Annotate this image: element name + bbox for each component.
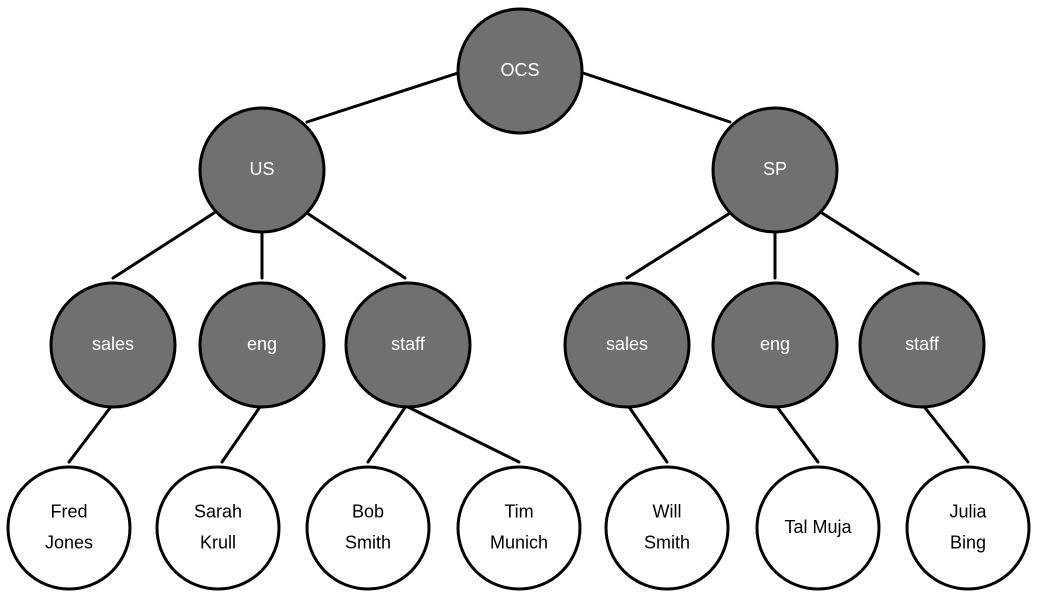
- node-circle-us-eng: [198, 281, 326, 409]
- edge-us-eng-to-sarah-krull: [220, 402, 264, 464]
- node-us: US: [198, 106, 326, 234]
- node-label-julia-bing-line1: Julia: [949, 501, 987, 521]
- node-sp-eng: eng: [711, 281, 839, 409]
- node-label-us-sales: sales: [92, 334, 134, 354]
- node-circle-sp-sales: [563, 281, 691, 409]
- node-us-eng: eng: [198, 281, 326, 409]
- node-label-ocs: OCS: [500, 60, 539, 80]
- node-circle-bob-smith: [305, 465, 431, 591]
- edge-us-staff-to-tim-munich: [404, 404, 521, 464]
- node-circle-us-staff: [344, 281, 472, 409]
- node-sp-staff: staff: [858, 281, 986, 409]
- node-label-sp-eng: eng: [760, 334, 790, 354]
- node-label-sp-sales: sales: [606, 334, 648, 354]
- node-circle-sp-staff: [858, 281, 986, 409]
- edge-ocs-to-sp: [581, 71, 732, 124]
- node-label-fred-jones-line1: Fred: [50, 501, 87, 521]
- edges-layer: [67, 71, 970, 464]
- node-ocs: OCS: [456, 7, 584, 135]
- node-circle-us-sales: [49, 281, 177, 409]
- edge-sp-sales-to-will-smith: [625, 402, 669, 464]
- node-label-bob-smith-line1: Bob: [352, 501, 384, 521]
- node-label-us: US: [249, 159, 274, 179]
- node-label-us-staff: staff: [391, 334, 426, 354]
- node-label-sp: SP: [763, 159, 787, 179]
- node-label-sp-staff: staff: [905, 334, 940, 354]
- node-label-will-smith-line1: Will: [653, 501, 682, 521]
- edge-sp-to-sp-sales: [625, 211, 732, 280]
- edge-us-to-us-staff: [305, 211, 407, 280]
- node-circle-sarah-krull: [155, 465, 281, 591]
- node-circle-ocs: [456, 7, 584, 135]
- edge-sp-to-sp-staff: [820, 211, 920, 276]
- node-label-fred-jones-line2: Jones: [45, 532, 93, 552]
- node-label-will-smith-line2: Smith: [644, 532, 690, 552]
- node-circle-tal-muja: [755, 465, 881, 591]
- node-circle-julia-bing: [905, 465, 1031, 591]
- node-circle-sp-eng: [711, 281, 839, 409]
- edge-us-to-us-sales: [111, 211, 216, 280]
- node-us-staff: staff: [344, 281, 472, 409]
- node-label-tim-munich-line1: Tim: [504, 501, 533, 521]
- node-label-tim-munich-line2: Munich: [490, 532, 548, 552]
- edge-sp-staff-to-julia-bing: [920, 402, 970, 464]
- node-sp: SP: [711, 106, 839, 234]
- node-sp-sales: sales: [563, 281, 691, 409]
- node-circle-sp: [711, 106, 839, 234]
- node-label-us-eng: eng: [247, 334, 277, 354]
- node-circle-will-smith: [604, 465, 730, 591]
- edge-us-sales-to-fred-jones: [67, 402, 115, 464]
- edge-sp-eng-to-tal-muja: [773, 402, 820, 464]
- nodes-layer: OCS US SP sales eng staff sales eng staffFredJon…: [6, 7, 1031, 591]
- node-us-sales: sales: [49, 281, 177, 409]
- node-label-sarah-krull-line1: Sarah: [194, 501, 242, 521]
- node-circle-fred-jones: [6, 465, 132, 591]
- node-label-sarah-krull-line2: Krull: [200, 532, 236, 552]
- node-circle-tim-munich: [456, 465, 582, 591]
- node-label-julia-bing-line2: Bing: [950, 532, 986, 552]
- edge-ocs-to-us: [305, 71, 460, 124]
- node-label-tal-muja: Tal Muja: [784, 517, 852, 537]
- node-tal-muja: Tal Muja: [755, 465, 881, 591]
- node-label-bob-smith-line2: Smith: [345, 532, 391, 552]
- edge-us-staff-to-bob-smith: [366, 404, 408, 464]
- node-circle-us: [198, 106, 326, 234]
